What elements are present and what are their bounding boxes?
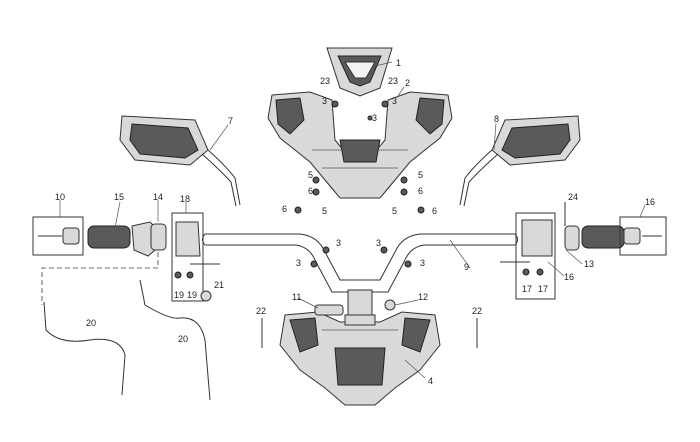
- callout-15: 15: [114, 192, 124, 202]
- front-cover-top: [326, 47, 393, 97]
- callout-6-d: 6: [432, 206, 437, 216]
- callout-3-c: 3: [372, 113, 377, 123]
- left-grip-assembly: [32, 212, 220, 305]
- callout-3-b: 3: [392, 96, 397, 106]
- callout-3-e: 3: [376, 238, 381, 248]
- callout-20-right: 20: [178, 334, 188, 344]
- callout-2: 2: [405, 78, 410, 88]
- right-mirror: [459, 115, 581, 207]
- callout-10-right: 16: [645, 197, 655, 207]
- callout-1: 1: [396, 58, 401, 68]
- callout-3-f: 3: [296, 258, 301, 268]
- center-switch-parts: [314, 299, 396, 326]
- leader-lines: [59, 61, 646, 379]
- callout-5-b: 5: [418, 170, 423, 180]
- callout-17-b: 17: [538, 284, 548, 294]
- callout-4: 4: [428, 376, 433, 386]
- callout-3-g: 3: [420, 258, 425, 268]
- callout-8: 8: [494, 114, 499, 124]
- callout-24: 24: [568, 192, 578, 202]
- callout-23-right: 23: [388, 76, 398, 86]
- callout-18: 18: [180, 194, 190, 204]
- callout-9: 9: [464, 262, 469, 272]
- callout-13: 13: [584, 259, 594, 269]
- handlebar-front-cover: [267, 91, 453, 199]
- callout-19-a: 19: [174, 290, 184, 300]
- callout-12: 12: [418, 292, 428, 302]
- callout-6-b: 6: [418, 186, 423, 196]
- handlebar-rear-cover: [279, 311, 441, 406]
- callout-5-c: 5: [322, 206, 327, 216]
- screws: [261, 100, 478, 348]
- handlebar-tube: [202, 233, 518, 319]
- callout-6-c: 6: [282, 204, 287, 214]
- callout-14: 14: [153, 192, 163, 202]
- callout-3-d: 3: [336, 238, 341, 248]
- callout-11: 11: [292, 292, 301, 302]
- left-mirror: [119, 115, 241, 207]
- callout-21: 21: [214, 280, 224, 290]
- callout-16: 16: [564, 272, 574, 282]
- callout-5-a: 5: [308, 170, 313, 180]
- callout-19-b: 19: [187, 290, 197, 300]
- callout-17-a: 17: [522, 284, 532, 294]
- callout-3-a: 3: [322, 96, 327, 106]
- callout-7: 7: [228, 116, 233, 126]
- callout-22-right: 22: [472, 306, 482, 316]
- callout-22-left: 22: [256, 306, 266, 316]
- callout-labels: 1 2 23 23 3 3 3 3 3 3 3 4 5 5 5 5 6 6 6 …: [55, 58, 655, 386]
- right-grip-assembly: [500, 202, 667, 300]
- callout-20-left: 20: [86, 318, 96, 328]
- callout-23-left: 23: [320, 76, 330, 86]
- callout-10: 10: [55, 192, 65, 202]
- callout-5-d: 5: [392, 206, 397, 216]
- callout-6-a: 6: [308, 186, 313, 196]
- brake-cables: [43, 279, 211, 401]
